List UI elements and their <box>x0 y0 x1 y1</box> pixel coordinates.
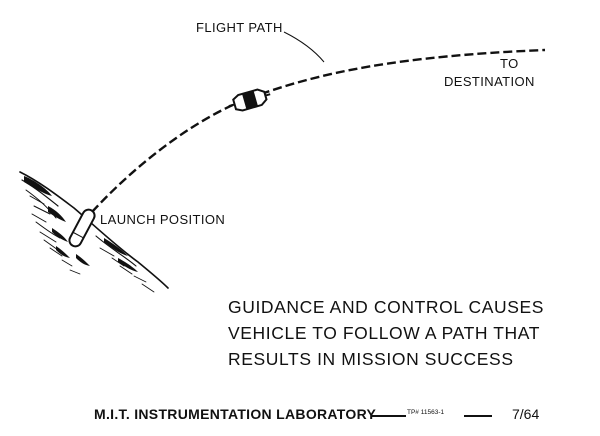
footer-rule <box>464 415 492 417</box>
laboratory-name: M.I.T. INSTRUMENTATION LABORATORY <box>94 406 377 422</box>
caption-line: RESULTS IN MISSION SUCCESS <box>228 349 514 369</box>
flight-path-leader-line <box>283 31 325 63</box>
launch-position-label: LAUNCH POSITION <box>100 212 226 227</box>
planet-surface <box>19 171 169 293</box>
flight-path-label: FLIGHT PATH <box>196 20 283 35</box>
footer-rule <box>372 415 406 417</box>
launch-vehicle-icon <box>68 208 96 248</box>
footer: M.I.T. INSTRUMENTATION LABORATORY TP# 11… <box>0 404 600 424</box>
tp-number: TP# 11563-1 <box>407 409 445 416</box>
caption: GUIDANCE AND CONTROL CAUSES VEHICLE TO F… <box>228 294 544 372</box>
destination-label: DESTINATION <box>444 74 535 89</box>
caption-line: GUIDANCE AND CONTROL CAUSES <box>228 297 545 317</box>
spacecraft-icon <box>228 88 271 112</box>
to-label: TO <box>500 56 519 71</box>
date-label: 7/64 <box>512 406 540 422</box>
caption-line: VEHICLE TO FOLLOW A PATH THAT <box>228 323 541 343</box>
